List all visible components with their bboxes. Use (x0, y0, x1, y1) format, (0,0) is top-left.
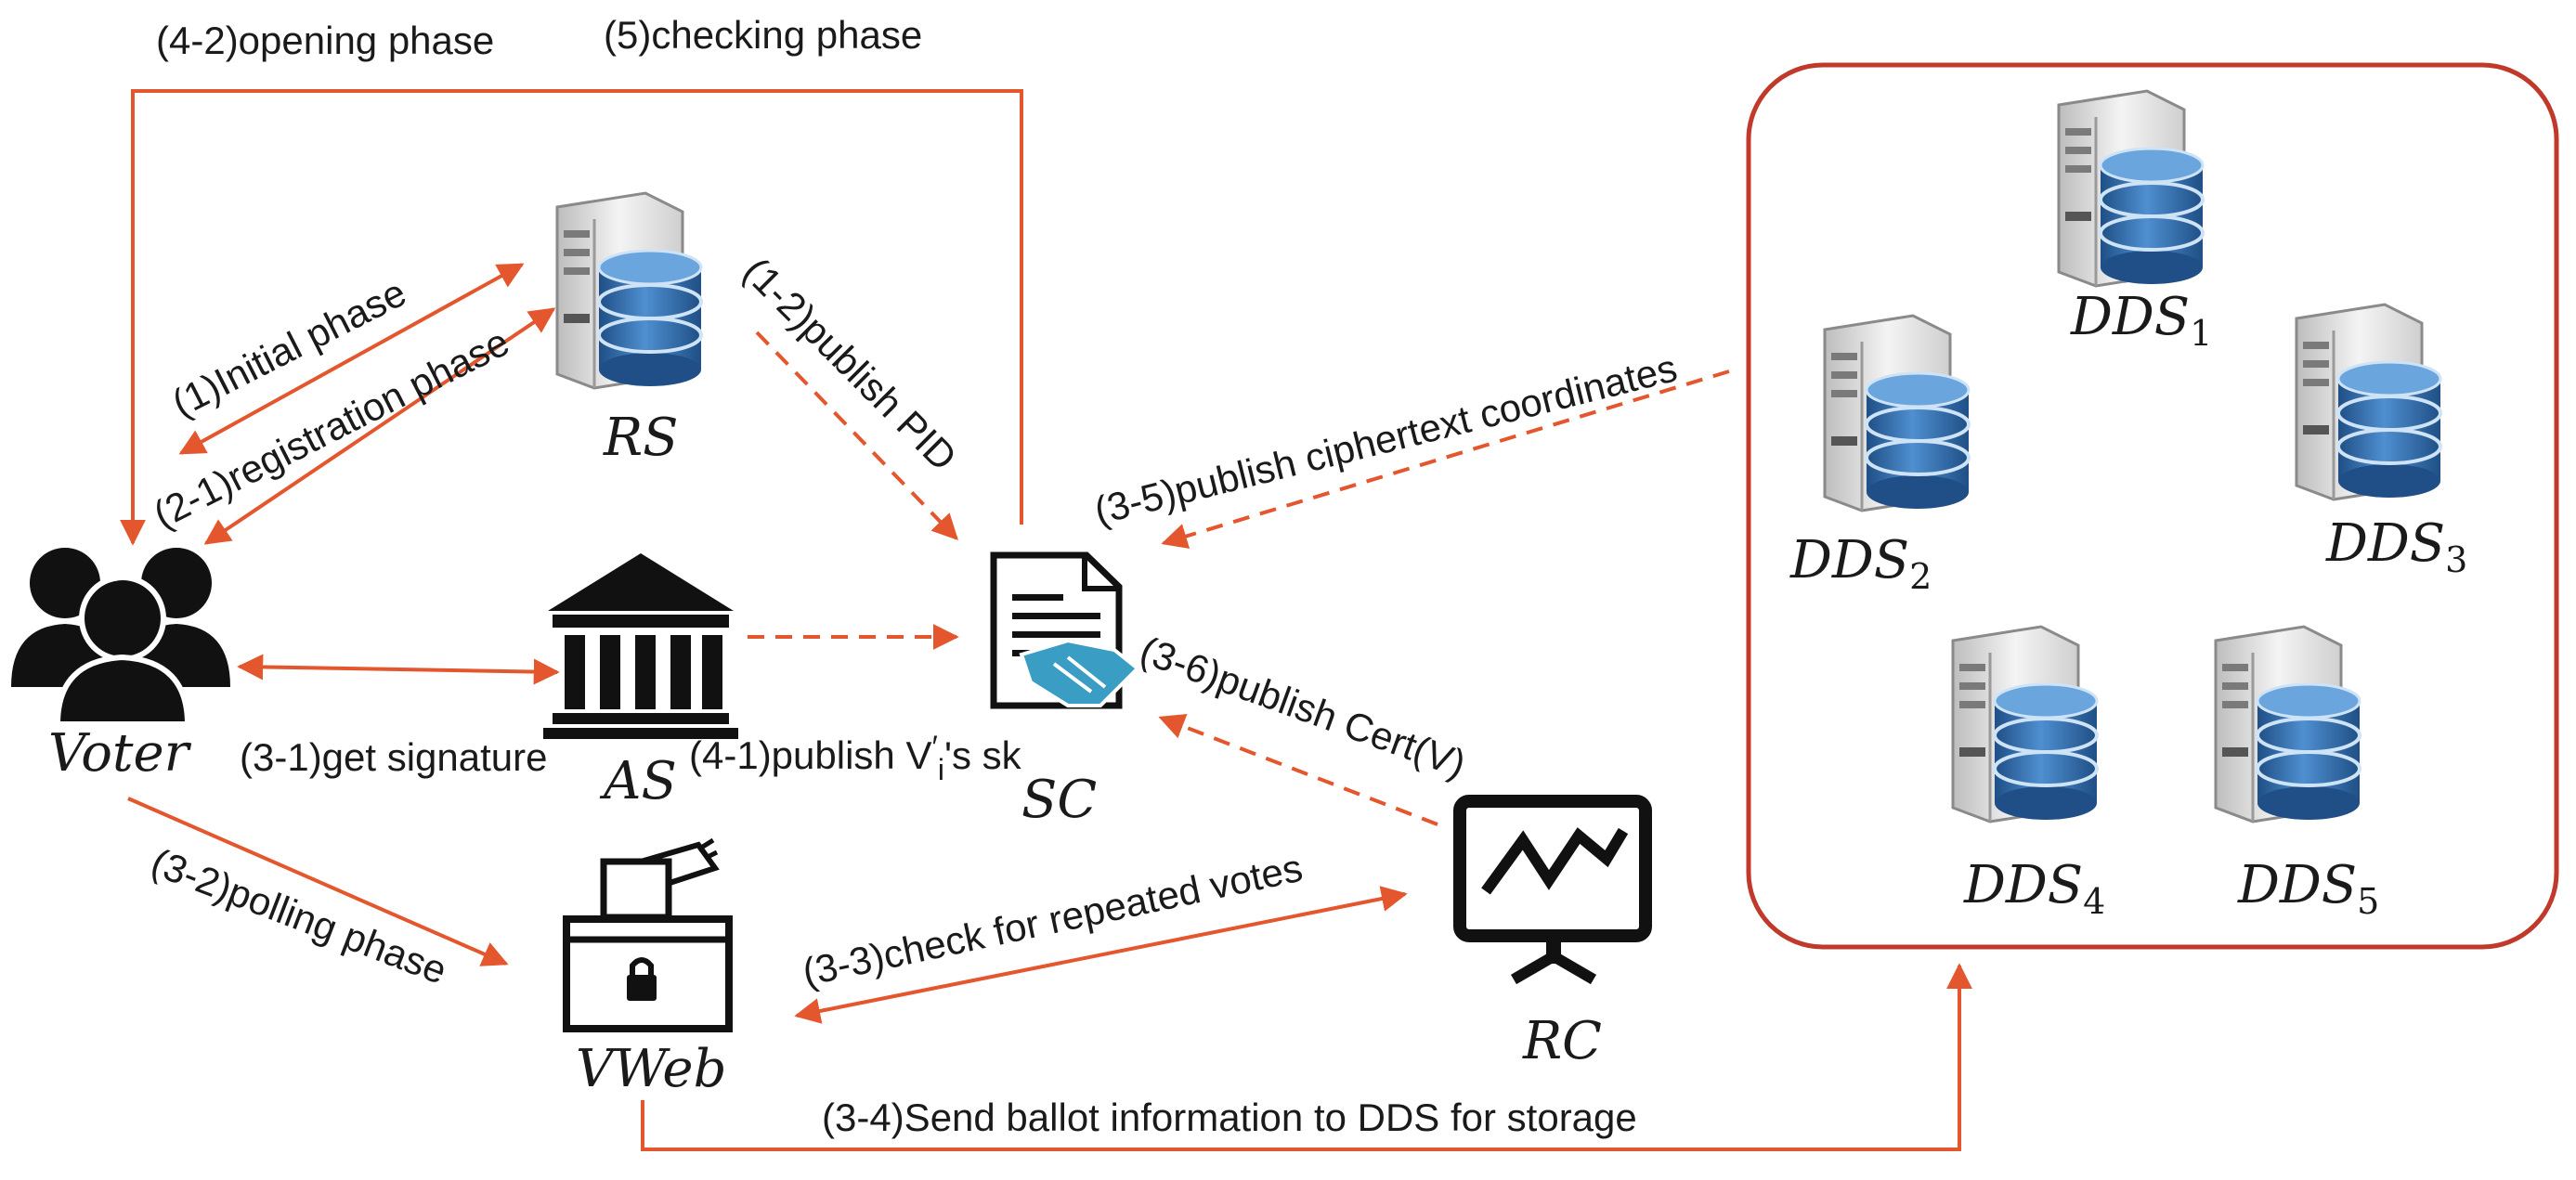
publish-cert-label: (3-6)publish Cert(V) (1135, 628, 1472, 785)
dds4-label: DDS4 (1963, 855, 2105, 922)
checking-phase-label: (5)checking phase (604, 13, 922, 57)
bank-building-icon (543, 553, 738, 739)
rc-label: RC (1522, 1011, 1602, 1071)
as-label: AS (599, 751, 677, 811)
rs-label: RS (603, 408, 679, 468)
registration-phase-arrow (203, 307, 556, 545)
send-ballot-line (641, 963, 1972, 1151)
smart-contract-handshake-icon (990, 551, 1140, 709)
publish-sk-label: (4-1)publish V′i's sk (689, 730, 1022, 786)
ballot-box-lock-icon (563, 837, 733, 1032)
publish-cipher-dashed-arrow (1161, 370, 1730, 550)
polling-phase-arrow (127, 797, 509, 966)
publish-pid-dashed-arrow (755, 331, 958, 541)
server-database-icon (1951, 625, 2099, 823)
server-database-icon (1823, 314, 1971, 512)
opening-phase-label: (4-2)opening phase (156, 19, 494, 62)
publish-cipher-label: (3-5)publish ciphertext coordinates (1090, 345, 1682, 532)
get-signature-label: (3-1)get signature (240, 735, 548, 779)
check-repeat-label: (3-3)check for repeated votes (799, 846, 1306, 994)
dds3-label: DDS3 (2325, 513, 2467, 580)
publish-pid-label: (1-2)publish PID (735, 249, 966, 479)
voter-label: Voter (48, 723, 192, 784)
dds5-label: DDS5 (2237, 855, 2379, 922)
connectors (120, 89, 1972, 1151)
polling-phase-label: (3-2)polling phase (146, 840, 453, 992)
registration-phase-label: (2-1)registration phase (147, 319, 516, 537)
vweb-label: VWeb (576, 1039, 726, 1099)
dds2-label: DDS2 (1789, 530, 1932, 597)
server-database-icon (2214, 625, 2361, 823)
server-database-icon (555, 191, 703, 390)
chart-presentation-icon (1453, 795, 1652, 985)
get-signature-arrow (237, 654, 560, 685)
dds1-label: DDS1 (2070, 287, 2212, 354)
send-ballot-label: (3-4)Send ballot information to DDS for … (822, 1096, 1637, 1139)
dds-cluster-box (1746, 62, 2559, 950)
publish-cert-dashed-arrow (1158, 714, 1438, 826)
check-repeat-arrow (794, 886, 1408, 1024)
people-group-icon (11, 548, 230, 727)
opening-checking-loop-line (120, 89, 1023, 546)
sc-label: SC (1021, 770, 1097, 830)
server-database-icon (2057, 89, 2205, 288)
server-database-icon (2295, 303, 2442, 501)
